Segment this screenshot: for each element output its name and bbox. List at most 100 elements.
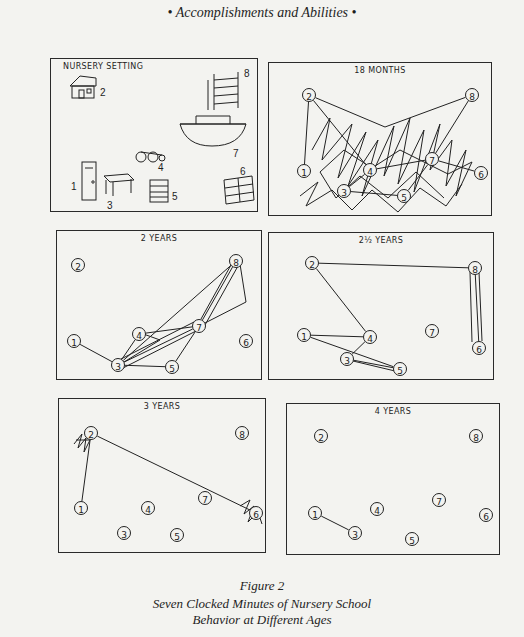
location-circle: 1 [297, 164, 311, 178]
location-circle: 5 [165, 360, 179, 374]
figure-number: Figure 2 [0, 578, 524, 594]
location-circle: 4 [370, 502, 384, 516]
movement-path [436, 101, 469, 153]
location-circle: 6 [479, 508, 493, 522]
shelf-rung [214, 94, 238, 96]
callout-number: 5 [172, 191, 178, 202]
movement-path [319, 263, 468, 268]
shelf-divider [238, 178, 240, 202]
location-number: 7 [436, 497, 442, 507]
repeat-path [121, 264, 246, 369]
frame [141, 152, 162, 155]
scribble-path [300, 182, 462, 212]
location-number: 7 [429, 156, 435, 166]
location-number: 4 [136, 331, 142, 341]
location-number: 4 [367, 334, 373, 344]
callout-number: 2 [100, 87, 106, 98]
figure-caption: Seven Clocked Minutes of Nursery School … [132, 596, 392, 628]
location-number: 6 [483, 512, 489, 522]
location-number: 8 [472, 265, 478, 275]
age-panel: 2½ YEARS12345678 [268, 232, 494, 380]
sandbox-rod [230, 116, 231, 124]
location-number: 2 [75, 262, 81, 272]
table-top [104, 174, 134, 182]
movement-path [313, 100, 365, 164]
movement-path [349, 174, 364, 186]
location-number: 7 [202, 495, 208, 505]
location-number: 8 [233, 258, 239, 268]
drawer [150, 197, 168, 198]
location-circle: 3 [117, 526, 131, 540]
location-circle: 2 [305, 256, 319, 270]
shelf-rung [214, 102, 238, 104]
location-number: 7 [196, 323, 202, 333]
location-circle: 8 [235, 426, 249, 440]
location-circle: 3 [348, 526, 362, 540]
age-panel: 18 MONTHS12345678 [268, 62, 492, 216]
table-leg [131, 179, 132, 193]
location-circle: 7 [198, 491, 212, 505]
age-panel: 3 YEARS12345678 [58, 398, 266, 553]
shelf-rung [214, 86, 238, 88]
location-circle: 4 [363, 163, 377, 177]
movement-path [80, 344, 112, 361]
house-wall [72, 86, 94, 98]
panel-title: NURSERY SETTING [51, 62, 257, 71]
page-heading: • Accomplishments and Abilities • [0, 5, 524, 21]
drawer [150, 186, 168, 187]
location-circle: 6 [474, 166, 488, 180]
movement-path [311, 337, 394, 366]
cabinet-icon [150, 180, 168, 202]
ladder-shelf-icon [208, 72, 238, 110]
wheel [136, 152, 146, 162]
shelf-rung [214, 78, 238, 80]
location-circle: 3 [337, 184, 351, 198]
movement-path [125, 365, 165, 366]
location-circle: 1 [67, 334, 81, 348]
callout-number: 7 [233, 148, 239, 159]
location-number: 3 [344, 356, 350, 366]
location-number: 7 [429, 328, 435, 338]
movement-path [305, 102, 309, 164]
movement-path [408, 165, 428, 191]
shelf-side [208, 80, 209, 110]
location-number: 2 [309, 260, 315, 270]
path-line [353, 361, 395, 371]
location-circle: 6 [249, 506, 263, 520]
house-window [87, 89, 91, 93]
callout-number: 4 [158, 162, 164, 173]
location-number: 1 [312, 510, 318, 520]
panel-title: 18 MONTHS [269, 66, 491, 75]
location-number: 4 [374, 506, 380, 516]
location-number: 8 [473, 433, 479, 443]
shelf-board [226, 192, 254, 196]
callout-number: 8 [244, 68, 250, 79]
path-line [205, 264, 246, 323]
shelf-frame [224, 176, 254, 204]
sandbox-rod [196, 116, 197, 124]
location-number: 4 [145, 505, 151, 515]
shelf-post [214, 74, 215, 110]
location-number: 3 [115, 362, 121, 372]
panel-title: 3 YEARS [59, 402, 265, 411]
location-circle: 4 [141, 501, 155, 515]
house-icon [70, 76, 96, 98]
movement-path [311, 335, 363, 337]
toy-shelf-icon [224, 176, 254, 204]
age-panel: NURSERY SETTING [50, 58, 258, 212]
table-icon [104, 174, 134, 196]
movement-path [82, 440, 90, 501]
location-number: 3 [121, 530, 127, 540]
repeat-path [353, 272, 482, 371]
location-circle: 5 [170, 528, 184, 542]
age-panel: 4 YEARS12345678 [286, 403, 500, 555]
location-circle: 4 [363, 330, 377, 344]
location-circle: 3 [340, 352, 354, 366]
sandbox-icon [180, 116, 246, 146]
location-circle: 8 [465, 88, 479, 102]
panel-title: 2 YEARS [57, 234, 261, 243]
table-leg [106, 180, 107, 194]
house-door [79, 90, 84, 98]
location-number: 5 [401, 193, 407, 203]
location-number: 2 [318, 433, 324, 443]
